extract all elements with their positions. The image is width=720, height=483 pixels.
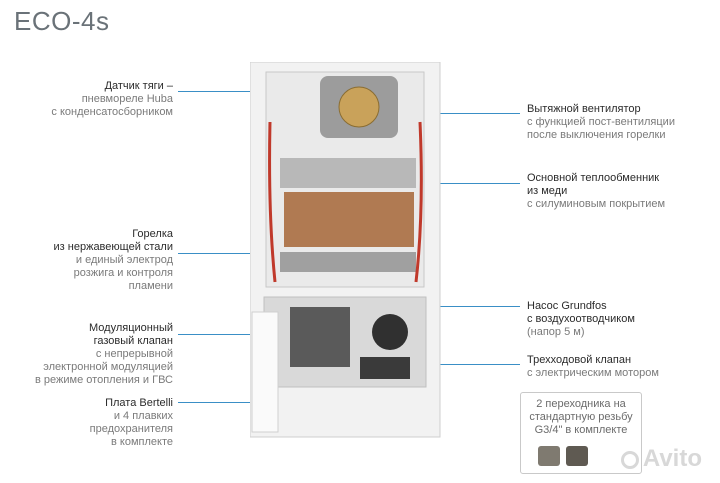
boiler-illustration	[250, 62, 441, 438]
control-board-shape	[251, 311, 279, 433]
callout-burner: Горелка из нержавеющей стали и единый эл…	[53, 228, 173, 292]
callout-draft-sensor: Датчик тяги – пневмореле Huba с конденса…	[51, 80, 173, 118]
avito-watermark: Avito	[620, 445, 702, 473]
callout-line	[398, 306, 520, 307]
callout-pump: Насос Grundfos с воздухоотводчиком (напо…	[527, 300, 635, 338]
callout-line	[378, 113, 520, 114]
avito-logo-icon	[620, 450, 639, 469]
callout-line	[178, 91, 280, 92]
pump-shape	[372, 314, 408, 350]
heat-exchanger-fins	[280, 158, 416, 188]
callout-line	[390, 364, 520, 365]
callout-three-way-valve: Трехходовой клапан с электрическим мотор…	[527, 354, 659, 379]
burner-ramp	[280, 252, 416, 272]
callout-fan: Вытяжной вентилятор с функцией пост-вент…	[527, 103, 675, 141]
adapter-fittings-image	[538, 446, 588, 466]
callout-line	[368, 183, 520, 184]
callout-line	[178, 402, 266, 403]
callout-gas-valve: Модуляционный газовый клапан с непрерывн…	[35, 322, 173, 386]
adapter-note-box	[520, 392, 642, 474]
callout-heat-exchanger: Основной теплообменник из меди с силумин…	[527, 172, 666, 210]
copper-block	[284, 192, 414, 247]
callout-line	[178, 253, 298, 254]
page-title: ECO-4s	[14, 6, 110, 36]
gas-valve-shape	[290, 307, 350, 367]
adapter-note: 2 переходника на стандартную резьбу G3/4…	[529, 398, 633, 436]
callout-board: Плата Bertelli и 4 плавких предохранител…	[89, 397, 173, 448]
